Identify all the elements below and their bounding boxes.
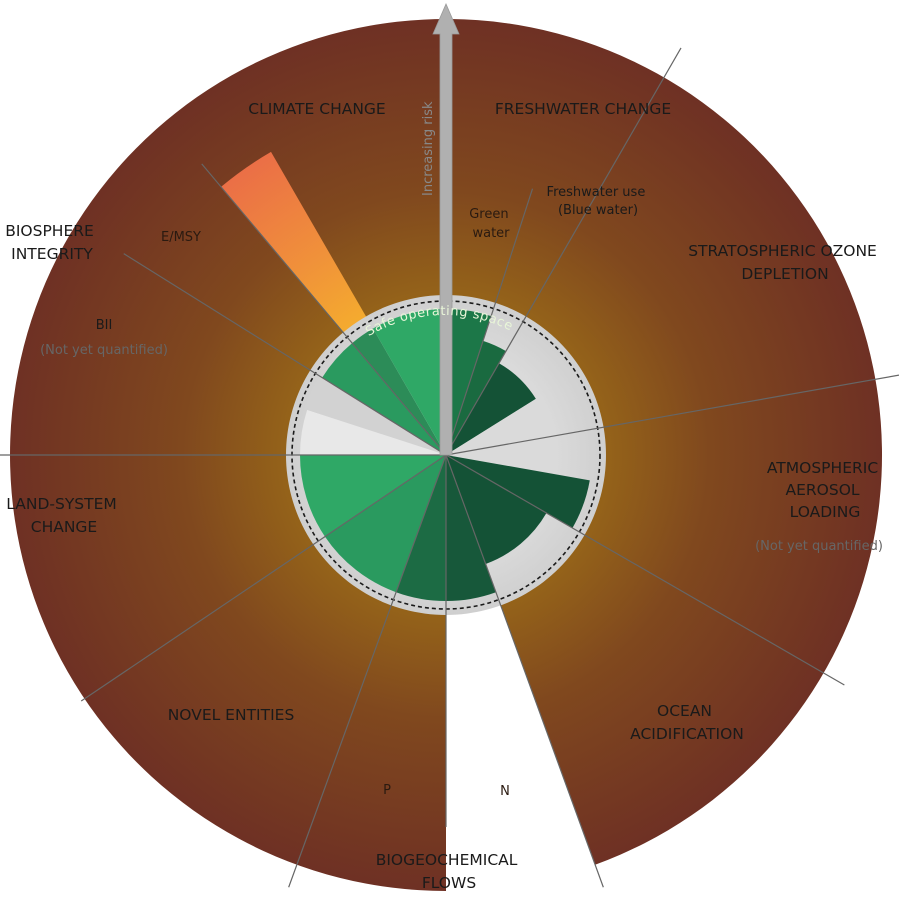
ozone-depletion-label: STRATOSPHERIC OZONE DEPLETION	[688, 242, 882, 283]
nitrogen-safe	[446, 455, 496, 601]
aerosol-loading-label: ATMOSPHERIC AEROSOL LOADING	[767, 459, 883, 521]
land-system-safe-upper	[322, 343, 446, 455]
biosphere-integrity-label: BIOSPHERE INTEGRITY	[5, 222, 99, 263]
climate-change-safe	[373, 309, 446, 455]
divider-land-biosphere	[123, 253, 447, 456]
safe-operating-space	[285, 295, 606, 616]
divider-biosphere-climate	[201, 163, 447, 456]
ocean-acidification-label: OCEAN ACIDIFICATION	[630, 702, 744, 743]
divider-novel-land	[80, 454, 447, 702]
boundary-divider-lines	[0, 47, 899, 888]
bii-not-quantified	[300, 409, 446, 455]
increasing-risk-arrow: Increasing risk	[421, 2, 460, 456]
ocean-acidification-safe-inner	[446, 455, 547, 564]
ozone-safe	[446, 363, 536, 455]
biosphere-emsy-safe	[352, 328, 446, 455]
freshwater-change-label: FRESHWATER CHANGE	[495, 100, 671, 118]
aerosol-not-quantified-note: (Not yet quantified)	[755, 539, 883, 554]
divider-ocean-nitrogen	[445, 454, 604, 888]
nitrogen-label: N	[500, 784, 510, 799]
bii-not-quantified-edge	[307, 377, 446, 455]
novel-entities-label: NOVEL ENTITIES	[168, 706, 295, 724]
land-system-safe	[300, 455, 446, 537]
blue-water-safe	[446, 340, 506, 455]
divider-aerosol-ozone	[445, 374, 899, 456]
divider-freshwater-ozone	[445, 47, 682, 456]
phosphorus-label: P	[383, 783, 391, 798]
aerosol-not-quantified	[446, 395, 559, 475]
divider-phosphorus-novel	[288, 454, 447, 888]
biogeochemical-flows-label: BIOGEOCHEMICAL FLOWS	[376, 851, 523, 892]
increasing-risk-label: Increasing risk	[421, 101, 436, 196]
divider-ocean-aerosol	[445, 454, 845, 686]
bii-not-quantified-note: (Not yet quantified)	[40, 343, 168, 358]
green-water-label: Green water	[469, 207, 513, 241]
ocean-acidification-safe	[446, 455, 590, 528]
land-system-change-label: LAND-SYSTEM CHANGE	[6, 495, 121, 536]
bii-label: BII	[96, 318, 113, 333]
blue-water-label: Freshwater use (Blue water)	[547, 185, 650, 218]
novel-entities-safe	[324, 455, 446, 593]
phosphorus-safe	[396, 455, 446, 601]
emsy-label: E/MSY	[161, 230, 201, 245]
divider-green-blue	[445, 188, 534, 456]
climate-change-label: CLIMATE CHANGE	[248, 100, 385, 118]
